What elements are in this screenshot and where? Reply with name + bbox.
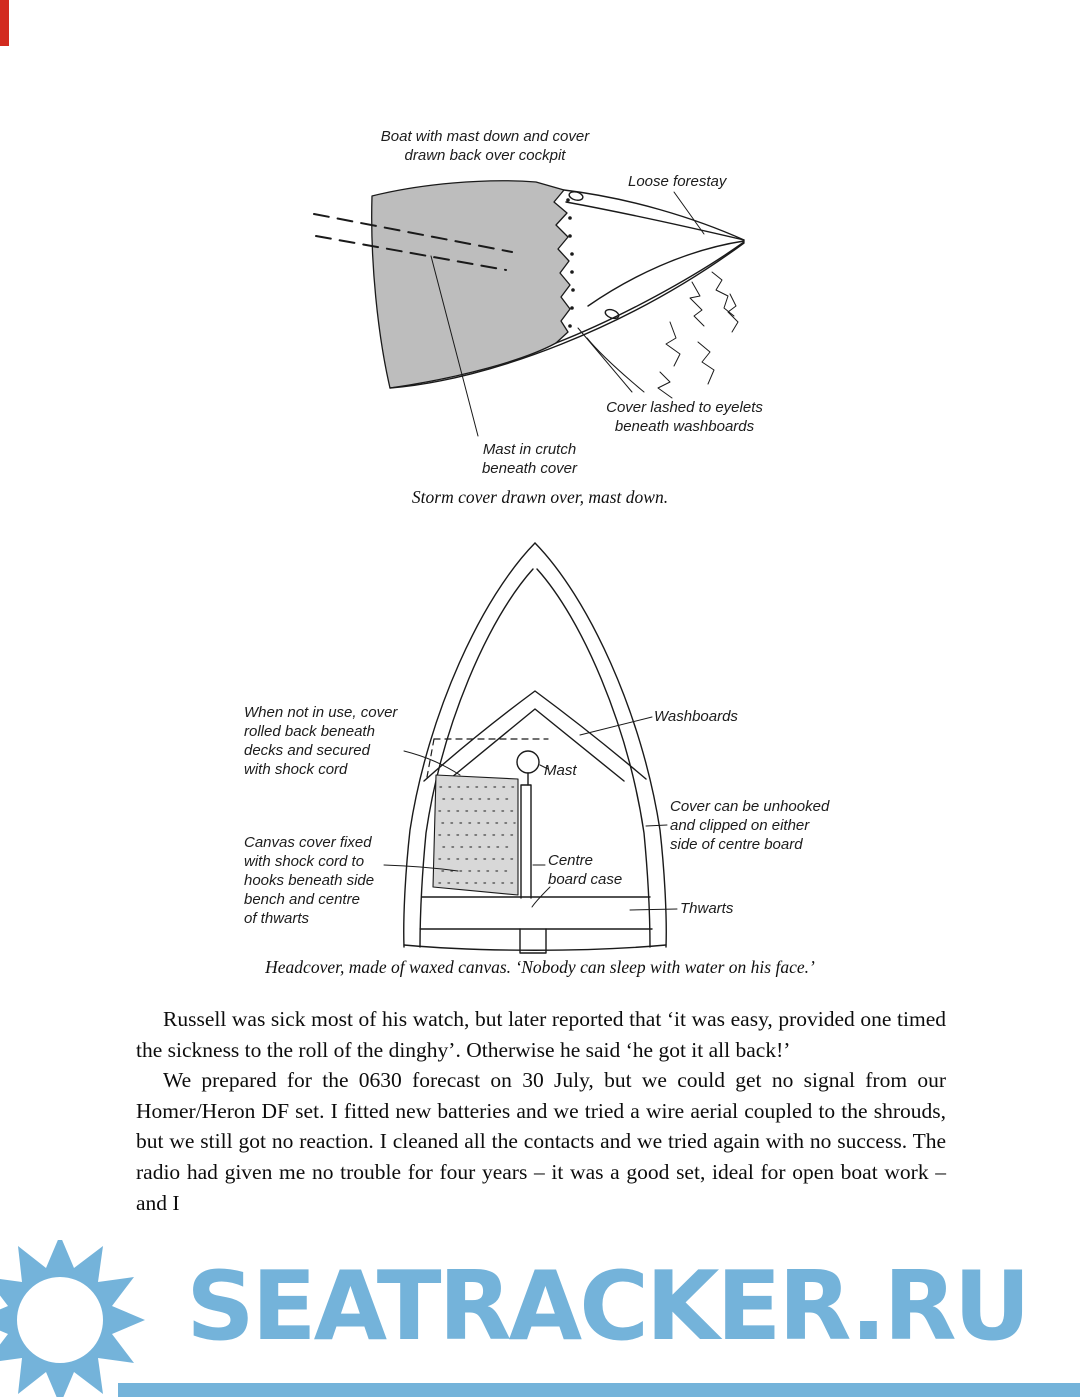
- label-mast: Mast: [544, 762, 577, 779]
- label-thwarts: Thwarts: [680, 900, 734, 917]
- sun-icon: [0, 1235, 145, 1397]
- watermark-seatracker: SEATRACKER.RU: [186, 1252, 1030, 1362]
- label-loose-forestay: Loose forestay: [628, 173, 727, 190]
- label-boat-mast-down: Boat with mast down and cover drawn back…: [380, 128, 590, 164]
- figure-headcover: When not in use, cover rolled back benea…: [230, 535, 880, 957]
- paragraph-forecast: We prepared for the 0630 forecast on 30 …: [136, 1068, 946, 1215]
- storm-cover-drawing: [313, 180, 745, 437]
- figure2-caption: Headcover, made of waxed canvas. ‘Nobody…: [265, 957, 815, 977]
- figure1-caption: Storm cover drawn over, mast down.: [411, 487, 669, 507]
- label-cover-rolled-back: When not in use, cover rolled back benea…: [244, 704, 398, 778]
- paragraph-russell: Russell was sick most of his watch, but …: [136, 1007, 946, 1062]
- figure-storm-cover: Boat with mast down and cover drawn back…: [300, 122, 780, 484]
- label-washboards: Washboards: [654, 708, 738, 725]
- label-canvas-cover-fixed: Canvas cover fixed with shock cord to ho…: [244, 834, 375, 927]
- watermark-bar: [118, 1383, 1080, 1397]
- label-mast-in-crutch: Mast in crutch beneath cover: [481, 441, 578, 477]
- label-cover-lashed: Cover lashed to eyelets beneath washboar…: [606, 399, 763, 435]
- body-text: Russell was sick most of his watch, but …: [136, 1004, 946, 1218]
- scan-red-mark: [0, 0, 9, 46]
- label-centre-board-case: Centre board case: [548, 852, 623, 888]
- headcover-drawing: [383, 542, 678, 954]
- sun-logo: [0, 1235, 165, 1397]
- label-cover-unhooked: Cover can be unhooked and clipped on eit…: [670, 798, 830, 853]
